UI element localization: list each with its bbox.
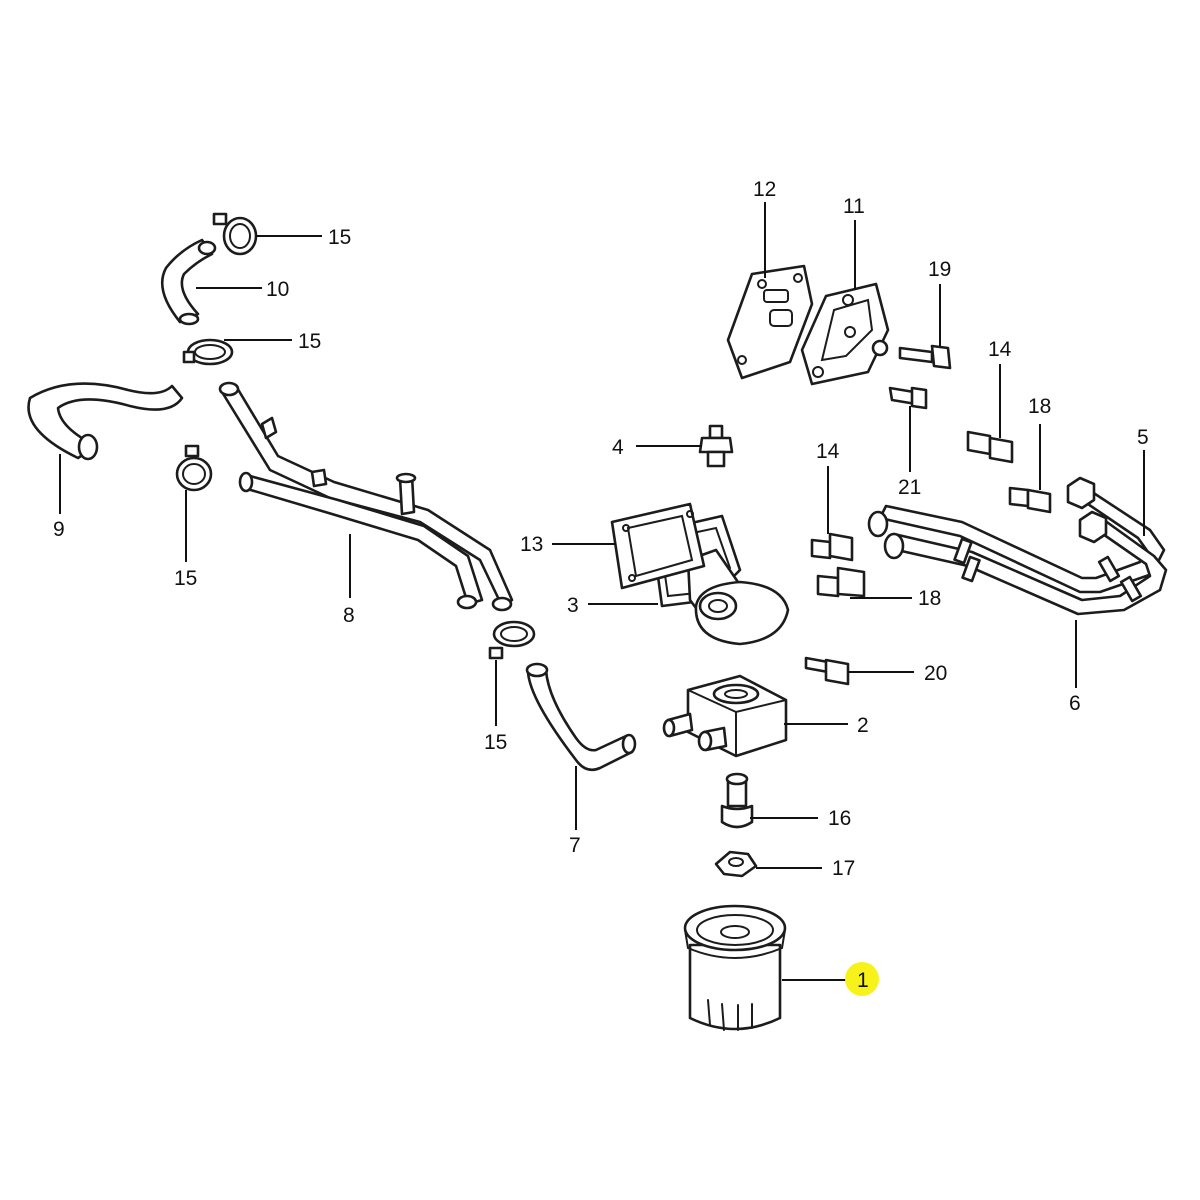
callout-20[interactable]: 20 (924, 662, 947, 685)
callout-18-lower[interactable]: 18 (918, 587, 941, 610)
callout-9[interactable]: 9 (53, 518, 65, 541)
callout-19[interactable]: 19 (928, 258, 951, 281)
part-5-6-oil-lines (867, 476, 1168, 616)
callout-21[interactable]: 21 (898, 476, 921, 499)
callout-11[interactable]: 11 (843, 195, 865, 218)
part-17-sealing-ring (714, 850, 758, 878)
part-19-bolt (898, 344, 952, 370)
part-21-bolt (888, 386, 928, 410)
part-13-gasket (610, 502, 706, 590)
part-15-hose-clamp-1 (212, 212, 258, 256)
callout-14-lower[interactable]: 14 (816, 440, 840, 463)
callout-numbers: 1 2 3 4 5 6 7 8 9 10 11 12 13 14 14 15 1… (53, 178, 1149, 996)
callout-15-left[interactable]: 15 (174, 567, 197, 590)
callout-7[interactable]: 7 (569, 834, 581, 857)
part-14-union-upper (966, 430, 1014, 464)
part-1-oil-filter (683, 904, 787, 1031)
part-7-hose (525, 662, 637, 772)
callout-1[interactable]: 1 (857, 969, 869, 992)
callout-16[interactable]: 16 (828, 807, 851, 830)
part-15-hose-clamp-4 (488, 620, 536, 660)
part-9-hose (27, 382, 184, 461)
part-10-hose (161, 238, 217, 326)
part-4-oil-pressure-sender (698, 424, 734, 468)
callout-15-top[interactable]: 15 (328, 226, 351, 249)
callout-8[interactable]: 8 (343, 604, 355, 627)
callout-3[interactable]: 3 (567, 594, 579, 617)
callout-4[interactable]: 4 (612, 436, 624, 459)
part-16-hollow-bolt (720, 772, 754, 829)
callout-10[interactable]: 10 (266, 278, 289, 301)
callout-14-upper[interactable]: 14 (988, 338, 1012, 361)
part-2-oil-cooler (662, 674, 788, 758)
callout-2[interactable]: 2 (857, 714, 869, 737)
callout-1-highlight (845, 962, 879, 996)
callout-18-upper[interactable]: 18 (1028, 395, 1051, 418)
part-11-flange (800, 282, 890, 386)
part-20-bolt (804, 656, 850, 686)
part-12-gasket (726, 264, 814, 380)
part-14-union-lower (810, 532, 854, 562)
callout-5[interactable]: 5 (1137, 426, 1149, 449)
part-15-hose-clamp-2 (182, 338, 234, 366)
callout-15-bottom[interactable]: 15 (484, 731, 507, 754)
callout-12[interactable]: 12 (753, 178, 776, 201)
part-8-water-pipe (218, 381, 514, 612)
callout-6[interactable]: 6 (1069, 692, 1081, 715)
part-18-union-lower (816, 566, 866, 598)
callout-15-mid[interactable]: 15 (298, 330, 321, 353)
part-15-hose-clamp-3 (175, 444, 213, 492)
leader-lines (59, 202, 1145, 981)
callout-13[interactable]: 13 (520, 533, 543, 556)
callout-17[interactable]: 17 (832, 857, 855, 880)
part-18-union-upper (1008, 486, 1052, 514)
